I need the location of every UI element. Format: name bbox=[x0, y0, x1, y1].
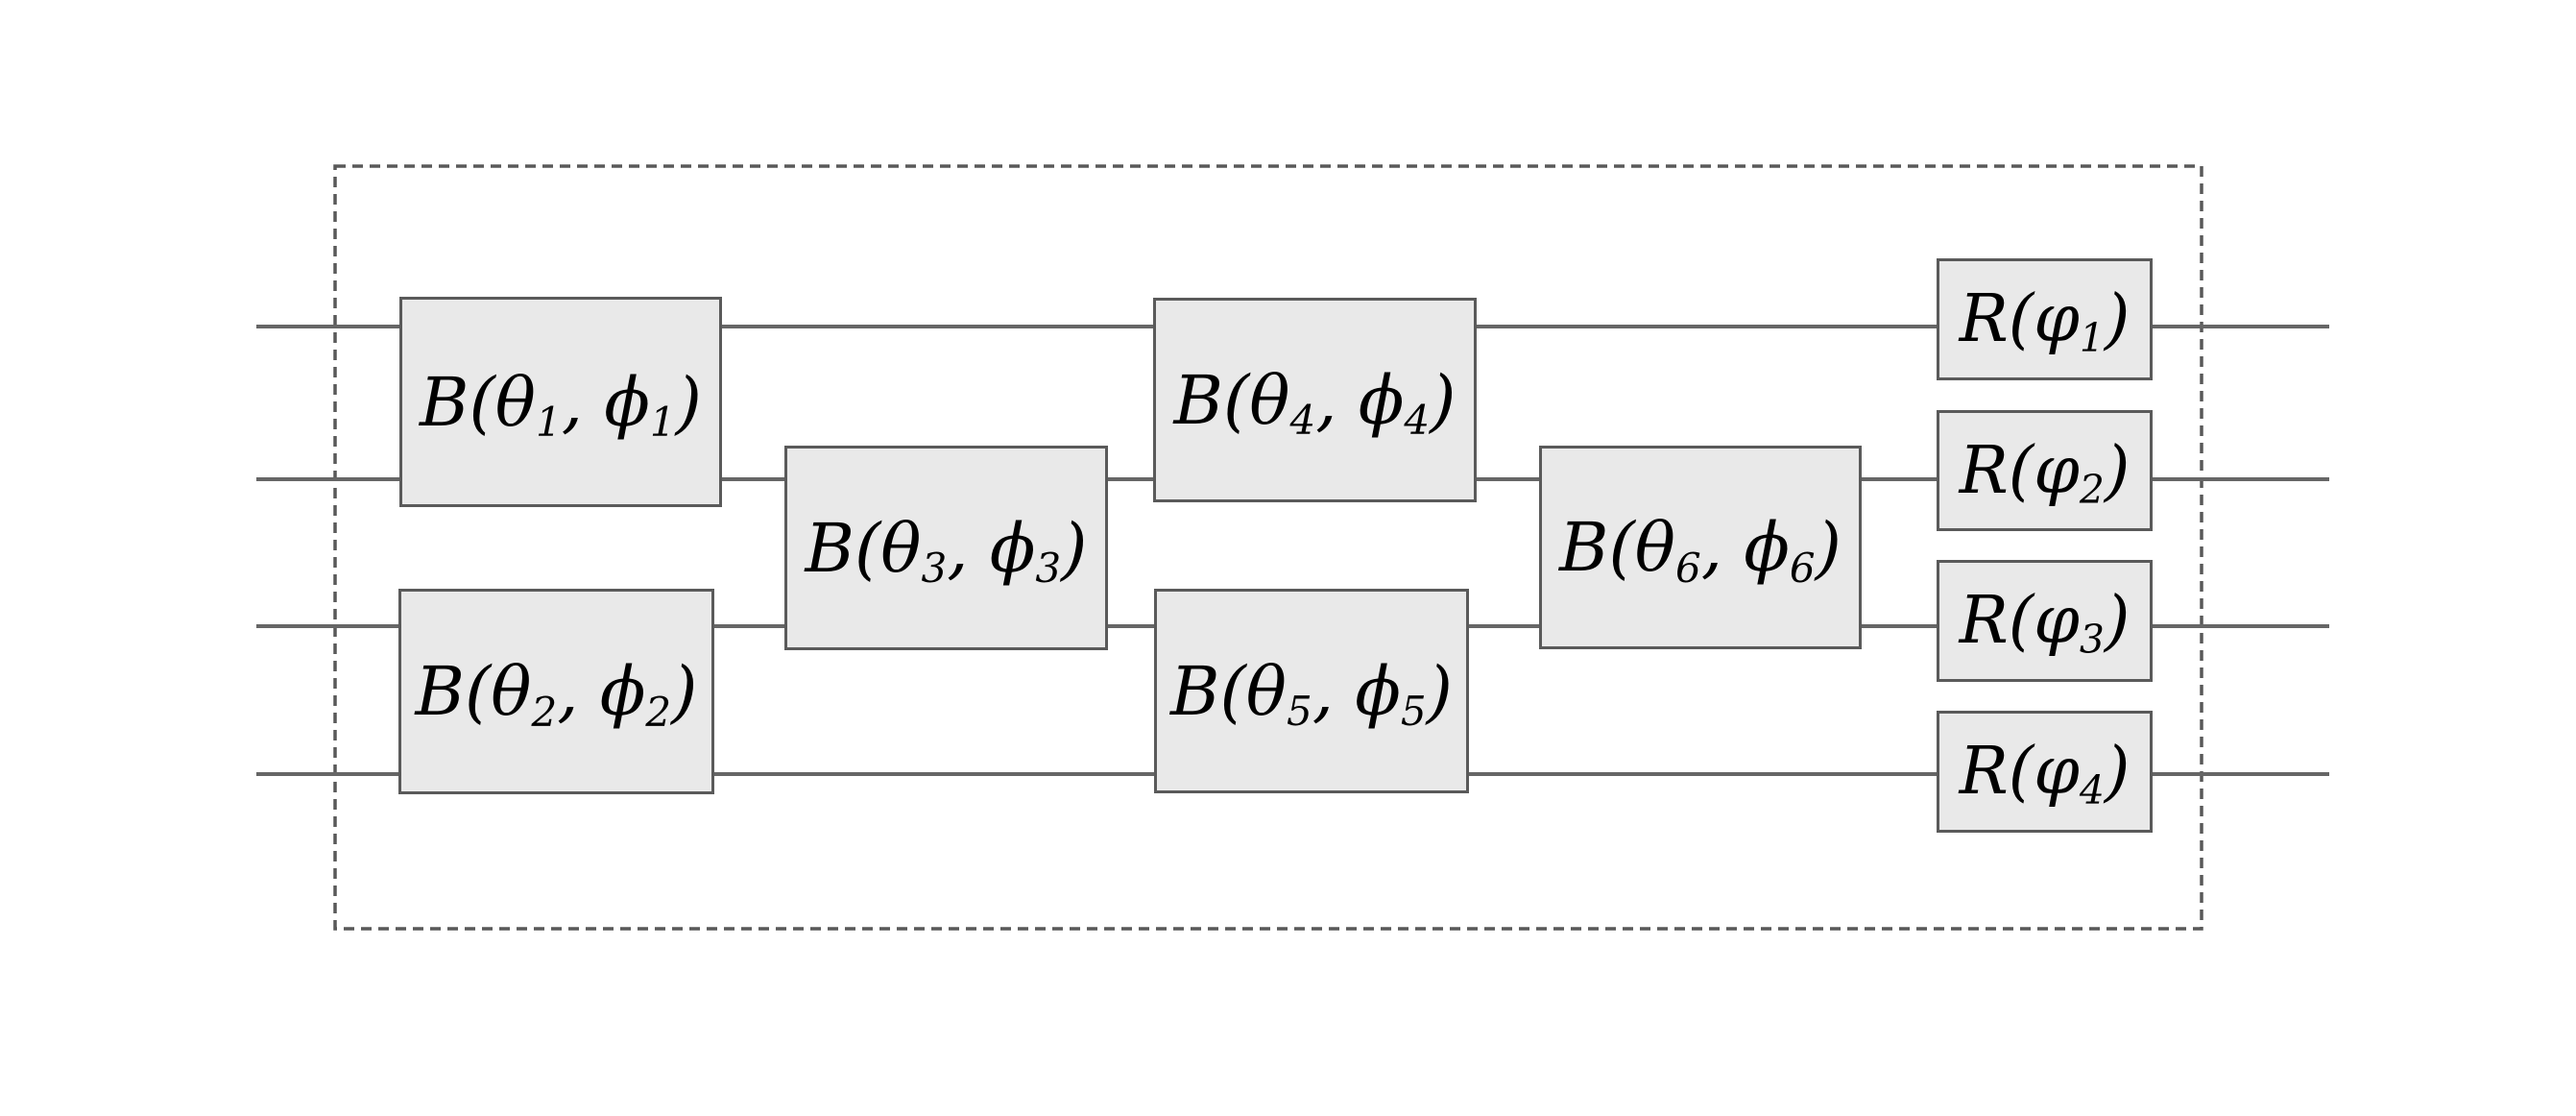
gate-label: R(φ4) bbox=[1959, 734, 2131, 814]
gate-rotation-1: R(φ1) bbox=[1937, 258, 2153, 380]
circuit-boundary-dashed-box bbox=[333, 164, 2203, 931]
gate-rotation-4: R(φ4) bbox=[1937, 711, 2153, 833]
gate-beamsplitter-1: B(θ1, ϕ1) bbox=[399, 297, 722, 507]
gate-label: B(θ6, ϕ6) bbox=[1559, 508, 1842, 592]
gate-beamsplitter-2: B(θ2, ϕ2) bbox=[398, 589, 714, 794]
gate-label: R(φ1) bbox=[1959, 281, 2131, 362]
gate-label: B(θ5, ϕ5) bbox=[1170, 651, 1453, 736]
gate-label: B(θ1, ϕ1) bbox=[420, 362, 702, 447]
gate-beamsplitter-3: B(θ3, ϕ3) bbox=[784, 446, 1108, 650]
gate-label: B(θ2, ϕ2) bbox=[415, 652, 698, 736]
gate-label: B(θ3, ϕ3) bbox=[805, 508, 1088, 593]
gate-beamsplitter-4: B(θ4, ϕ4) bbox=[1153, 298, 1477, 502]
gate-label: R(φ3) bbox=[1959, 583, 2131, 664]
gate-rotation-3: R(φ3) bbox=[1937, 560, 2153, 682]
gate-label: R(φ2) bbox=[1959, 432, 2131, 513]
gate-label: B(θ4, ϕ4) bbox=[1173, 360, 1457, 445]
gate-beamsplitter-5: B(θ5, ϕ5) bbox=[1154, 589, 1469, 793]
gate-beamsplitter-6: B(θ6, ϕ6) bbox=[1539, 446, 1862, 649]
gate-rotation-2: R(φ2) bbox=[1937, 410, 2153, 531]
